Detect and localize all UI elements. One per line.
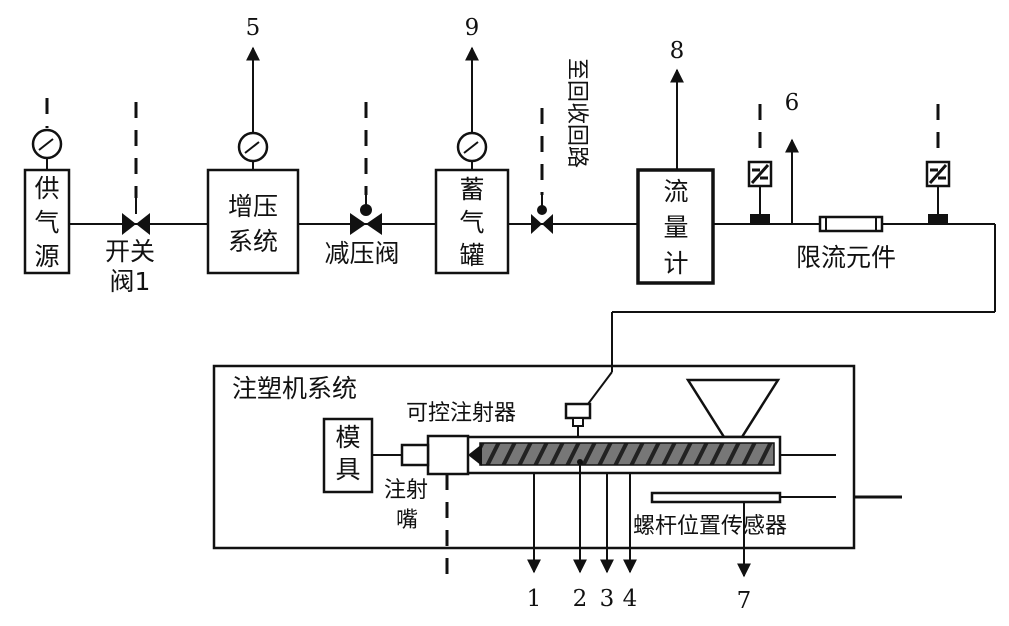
flow-meter-label-1: 流 xyxy=(663,177,688,206)
reducing-valve: 减压阀 xyxy=(324,102,400,268)
signal-outputs: 1 2 3 4 7 xyxy=(527,459,752,614)
mold-label-1: 模 xyxy=(335,423,360,452)
flow-restrictor: 限流元件 xyxy=(796,215,896,272)
valve-icon xyxy=(531,214,542,234)
booster-system: 5 增压 系统 xyxy=(206,15,300,275)
accumulator-tank: 9 蓄 气 罐 xyxy=(434,15,510,275)
label-9: 9 xyxy=(465,15,480,41)
main-pipeline xyxy=(69,223,996,413)
nozzle-body xyxy=(426,434,470,476)
pressure-sensor-left xyxy=(747,104,773,223)
gas-supply: 供 气 源 xyxy=(23,98,71,275)
tank-label-3: 罐 xyxy=(459,241,484,270)
reducing-valve-label: 减压阀 xyxy=(324,239,399,268)
recovery-valve: 至回收回路 xyxy=(531,58,589,234)
mold-box xyxy=(322,417,374,494)
injection-machine-system: 注塑机系统 可控注射器 模 具 注射 嘴 螺杆位置传感器 xyxy=(212,364,902,582)
gas-supply-box xyxy=(23,168,71,275)
label-8: 8 xyxy=(670,38,685,64)
gas-supply-label-2: 气 xyxy=(34,208,59,237)
label-5: 5 xyxy=(246,15,261,41)
gas-supply-label-3: 源 xyxy=(34,242,59,271)
tap-6: 6 xyxy=(785,90,800,224)
label-6: 6 xyxy=(785,90,800,116)
pressure-sensor-right xyxy=(925,104,951,223)
restrictor-icon xyxy=(818,215,884,233)
flow-meter-box xyxy=(636,168,715,285)
label-1: 1 xyxy=(527,586,542,612)
switch-valve-label-2: 阀1 xyxy=(110,267,151,296)
nozzle-label-1: 注射 xyxy=(384,478,428,503)
switch-valve-label-1: 开关 xyxy=(105,237,155,266)
mold-label-2: 具 xyxy=(335,455,360,484)
screw-sensor-label: 螺杆位置传感器 xyxy=(633,514,787,539)
screw xyxy=(479,442,775,466)
booster-label-1: 增压 xyxy=(228,192,278,221)
switch-valve-1: 开关 阀1 xyxy=(105,102,155,296)
tank-label-1: 蓄 xyxy=(459,175,484,204)
gas-supply-label-1: 供 xyxy=(34,174,59,203)
flow-meter: 8 流 量 计 xyxy=(636,38,715,285)
label-7: 7 xyxy=(737,588,752,614)
nozzle-tip xyxy=(400,443,430,467)
booster-box xyxy=(206,168,300,275)
label-3: 3 xyxy=(600,586,615,612)
label-4: 4 xyxy=(623,586,638,612)
hopper-icon xyxy=(685,378,781,439)
tank-label-2: 气 xyxy=(459,208,484,237)
recovery-label: 至回收回路 xyxy=(564,58,589,168)
booster-label-2: 系统 xyxy=(228,227,278,256)
flow-meter-label-3: 计 xyxy=(663,249,688,278)
nozzle-label-2: 嘴 xyxy=(396,508,418,533)
injector-label: 可控注射器 xyxy=(406,401,516,426)
tank-box xyxy=(434,168,510,275)
screw-position-sensor xyxy=(650,491,782,504)
injector-icon xyxy=(564,402,592,420)
valve-icon xyxy=(350,213,366,235)
restrictor-label: 限流元件 xyxy=(796,243,896,272)
machine-label: 注塑机系统 xyxy=(232,374,357,403)
valve-icon xyxy=(122,213,136,235)
label-2: 2 xyxy=(573,586,588,612)
flow-meter-label-2: 量 xyxy=(663,213,688,242)
